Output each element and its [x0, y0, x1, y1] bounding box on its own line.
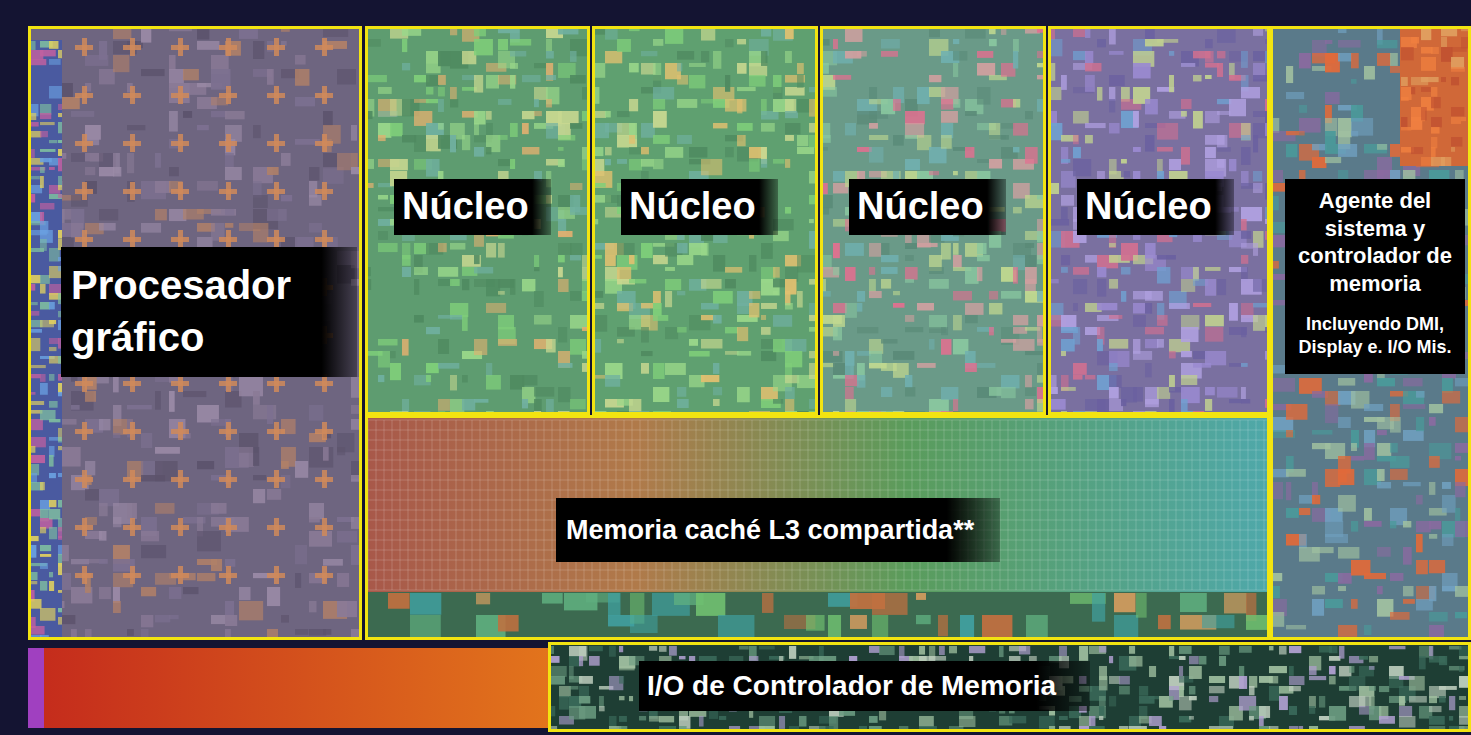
- label-plate: Núcleo: [394, 179, 551, 235]
- label-plate: I/O de Controlador de Memoria: [639, 661, 1090, 711]
- label-plate: Procesador gráfico: [61, 247, 357, 377]
- cache-grid: [368, 420, 1268, 590]
- cache-array: [365, 418, 1270, 640]
- die-region-box: Memoria caché L3 compartida**: [365, 415, 1270, 640]
- die-region-box: Núcleo: [365, 26, 590, 415]
- die-region-box: Procesador gráfico: [28, 26, 362, 640]
- die-region: [365, 26, 590, 415]
- die-region: [28, 26, 362, 640]
- region-label: Memoria caché L3 compartida**: [566, 514, 974, 546]
- die-region: [1272, 26, 1471, 640]
- die-region: [548, 645, 1471, 730]
- region-label: Núcleo: [402, 184, 529, 230]
- die-region-box: I/O de Controlador de Memoria: [548, 642, 1471, 732]
- label-plate: Núcleo: [621, 179, 778, 235]
- region-label: Núcleo: [1085, 184, 1212, 230]
- label-plate: Núcleo: [849, 179, 1006, 235]
- die-region-box: Núcleo: [592, 26, 818, 415]
- region-label: Núcleo: [629, 184, 756, 230]
- die-region: [365, 592, 1270, 640]
- region-label: Núcleo: [857, 184, 984, 230]
- die-region: [30, 40, 62, 640]
- io-bar: [28, 26, 1471, 729]
- die-region-box: Núcleo: [820, 26, 1046, 415]
- die-region: [820, 26, 1046, 415]
- die-region-box: Agente del sistema y controlador de memo…: [1270, 26, 1471, 640]
- region-label: I/O de Controlador de Memoria: [647, 669, 1056, 703]
- region-label: Procesador gráfico: [71, 259, 323, 363]
- die-region: [592, 26, 818, 415]
- die-region-box: Núcleo: [1048, 26, 1270, 415]
- label-plate: Núcleo: [1077, 179, 1234, 235]
- die-texture: [28, 26, 1471, 730]
- label-plate: Agente del sistema y controlador de memo…: [1285, 179, 1465, 374]
- label-plate: Memoria caché L3 compartida**: [556, 498, 1000, 562]
- region-label: Agente del sistema y controlador de memo…: [1291, 187, 1459, 297]
- die-region: [1400, 26, 1471, 166]
- region-label: Incluyendo DMI, Display e. I/O Mis.: [1291, 313, 1459, 360]
- die-region: [1048, 26, 1270, 415]
